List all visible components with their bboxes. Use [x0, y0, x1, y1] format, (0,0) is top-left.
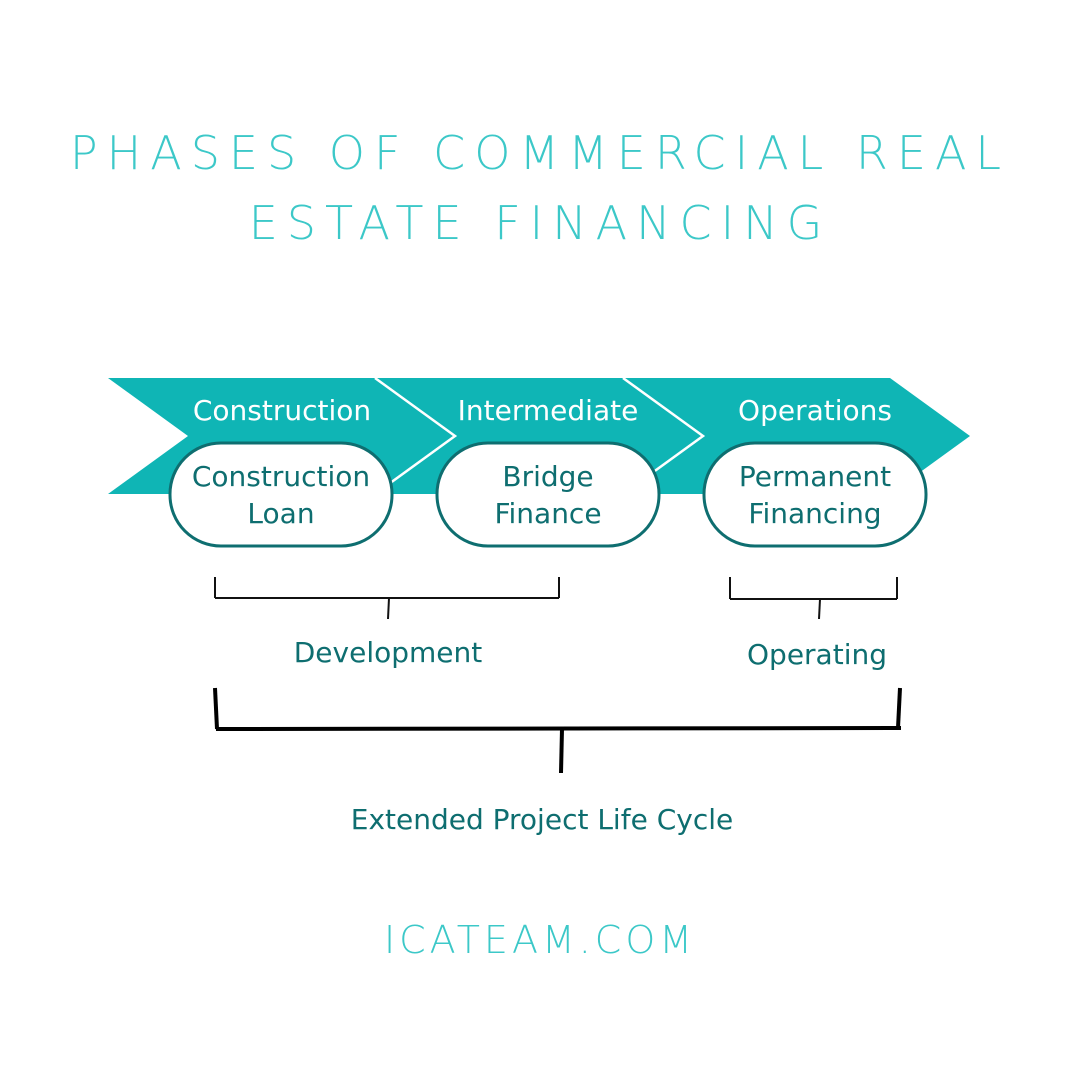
- pill-text-line: Loan: [247, 497, 314, 530]
- extended-bracket: [213, 687, 902, 774]
- footer-website: ICATEAM.COM: [383, 918, 697, 962]
- financing-pill-permanent-financing: Permanent Financing: [702, 441, 928, 548]
- operating-label: Operating: [747, 638, 887, 671]
- development-bracket: [214, 577, 560, 620]
- phase-label-construction: Construction: [193, 394, 371, 427]
- pill-text-line: Construction: [192, 460, 370, 493]
- title-line-1: PHASES OF COMMERCIAL REAL: [69, 126, 1011, 180]
- phase-label-intermediate: Intermediate: [458, 394, 639, 427]
- development-label: Development: [294, 636, 483, 669]
- pill-text-line: Finance: [494, 497, 601, 530]
- chevron-divider-1: [374, 376, 458, 496]
- phase-label-operations: Operations: [738, 394, 892, 427]
- pill-text-line: Financing: [748, 497, 881, 530]
- extended-project-life-cycle-label: Extended Project Life Cycle: [351, 803, 733, 836]
- title-line-2: ESTATE FINANCING: [248, 196, 832, 250]
- financing-pill-bridge-finance: Bridge Finance: [435, 441, 661, 548]
- financing-pill-construction-loan: Construction Loan: [168, 441, 394, 548]
- pill-text-line: Permanent: [739, 460, 891, 493]
- pill-text-line: Bridge: [502, 460, 593, 493]
- operating-bracket: [729, 577, 898, 620]
